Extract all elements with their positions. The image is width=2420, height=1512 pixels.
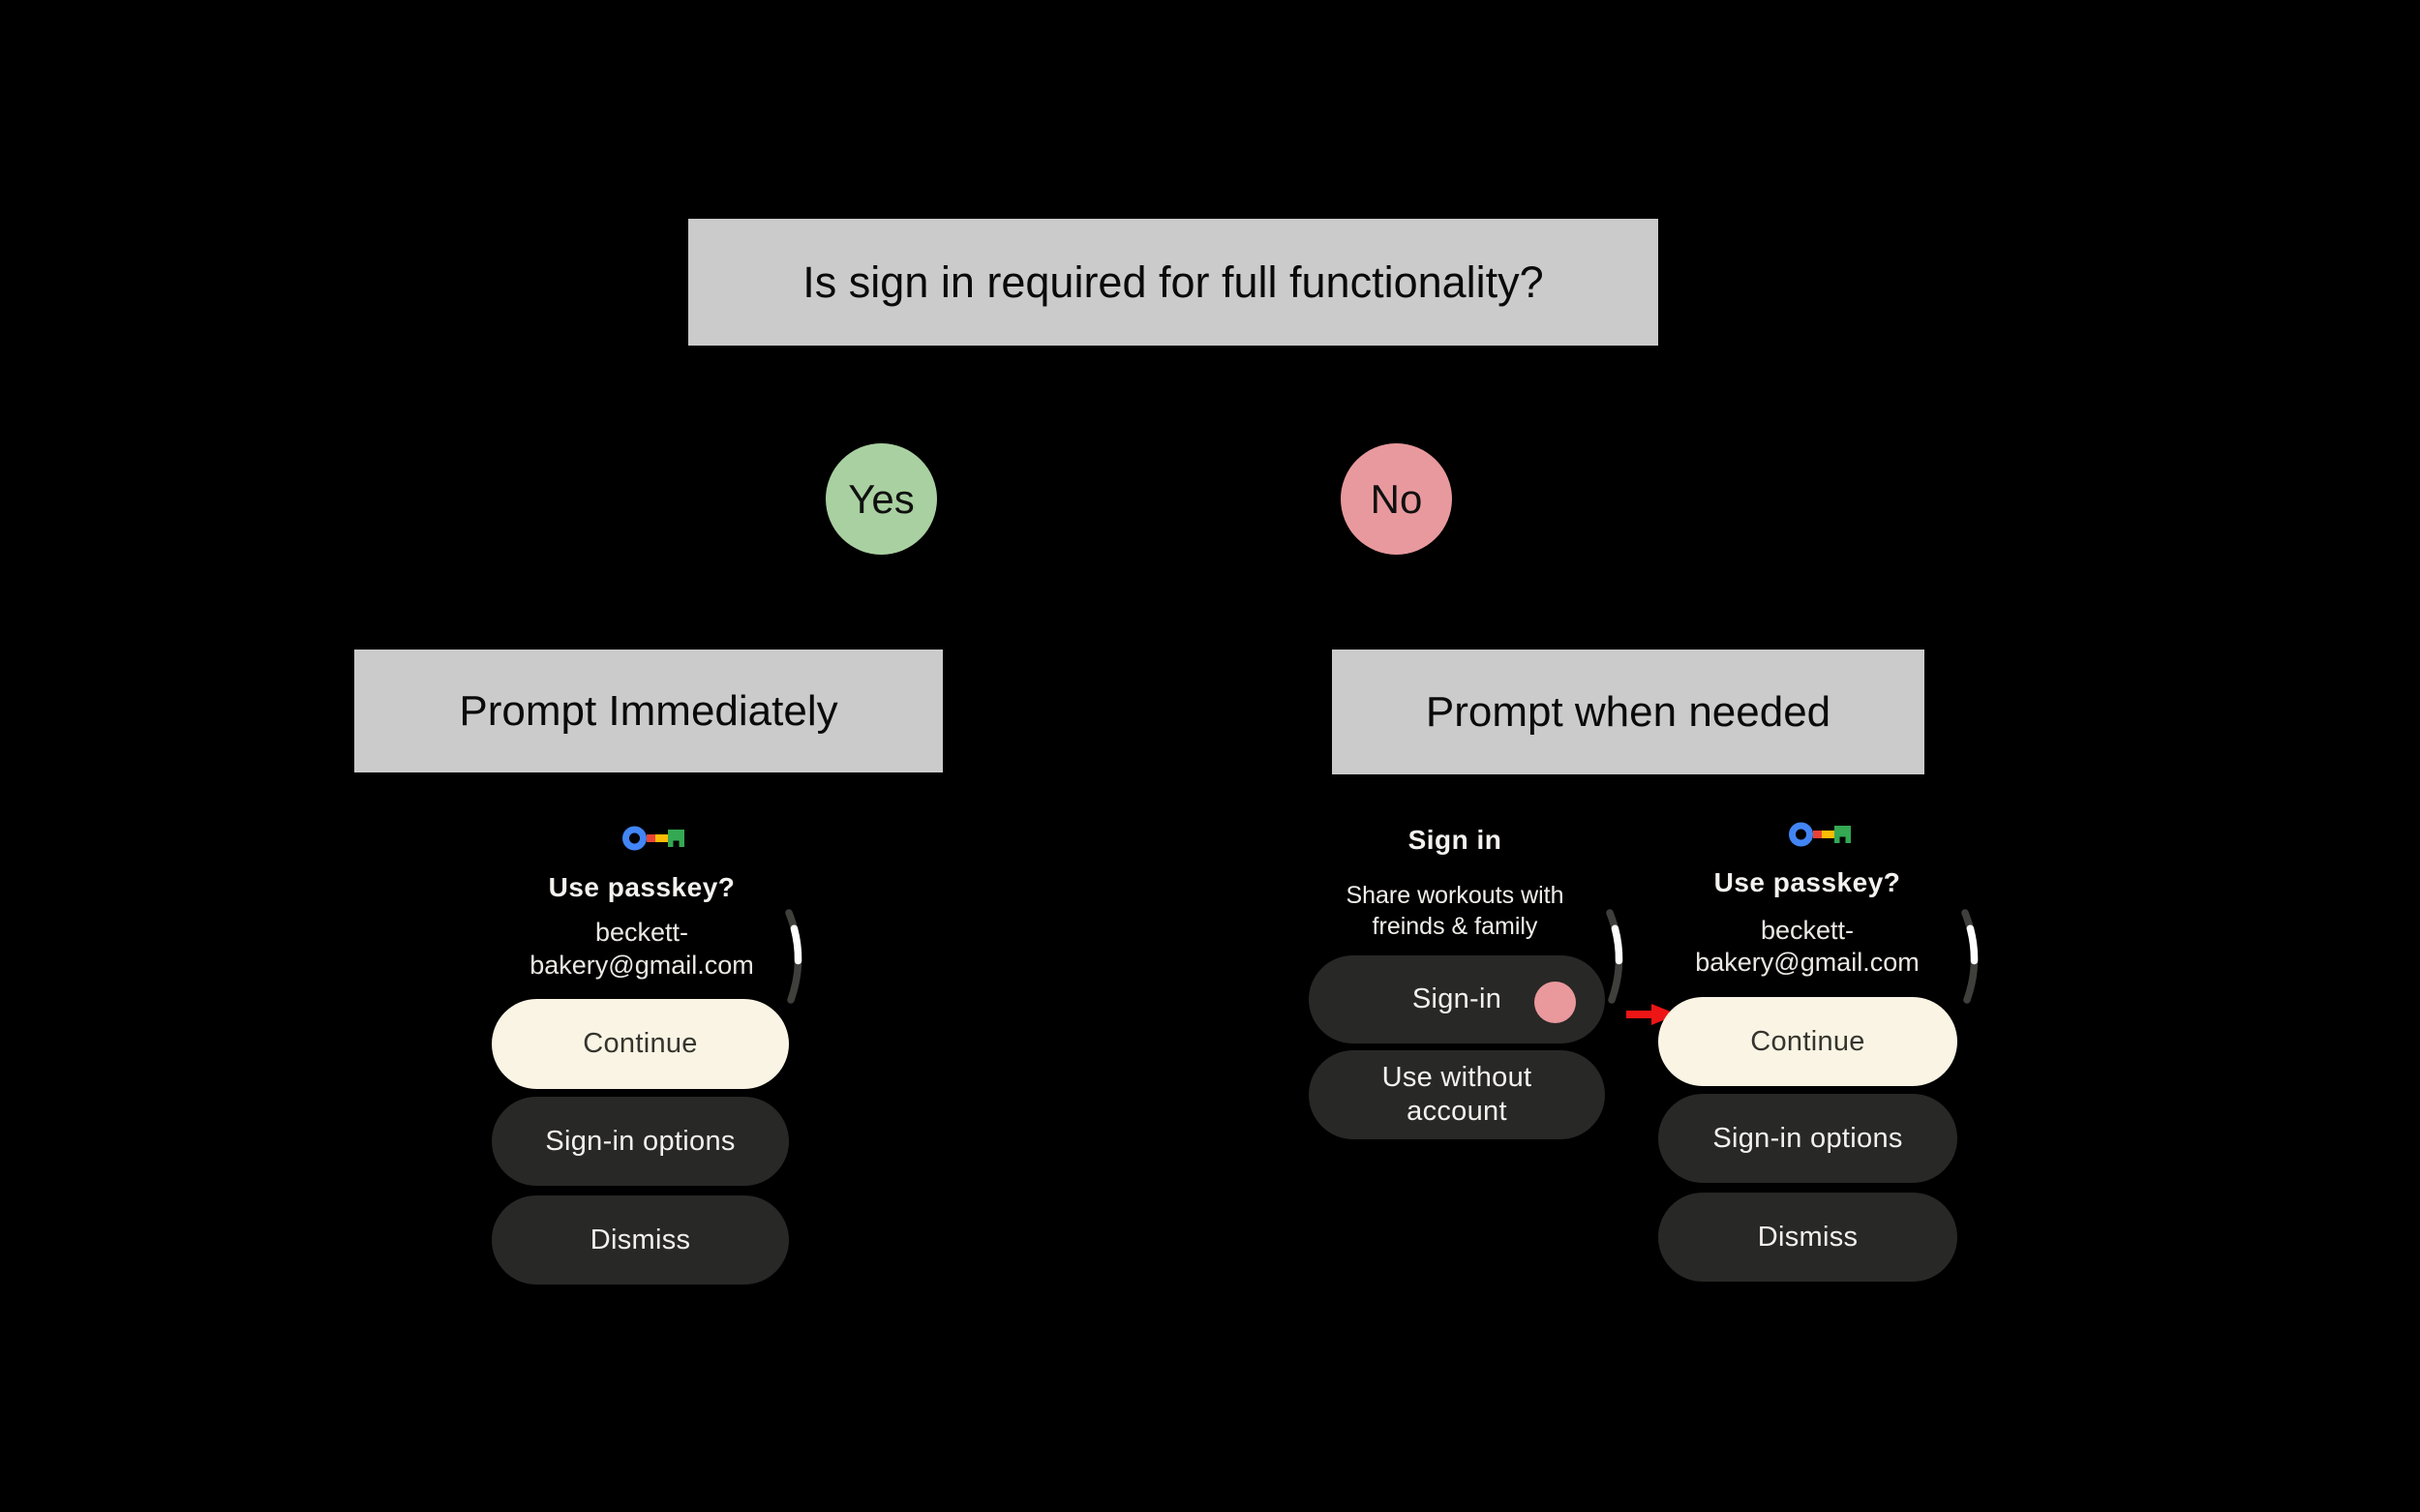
signin-options-button[interactable]: Sign-in options — [1658, 1094, 1957, 1183]
question-text: Is sign in required for full functionali… — [802, 257, 1544, 307]
outcome-box-prompt-immediately: Prompt Immediately — [354, 650, 943, 772]
outcome-text: Prompt Immediately — [459, 686, 838, 735]
dialog-subtitle: Share workouts with freinds & family — [1287, 880, 1622, 942]
passkey-key-icon — [622, 826, 684, 851]
dismiss-button[interactable]: Dismiss — [1658, 1193, 1957, 1282]
scroll-position-indicator[interactable] — [1951, 908, 1985, 1005]
passkey-dialog-left: Use passkey? beckett- bakery@gmail.com C… — [465, 813, 823, 1307]
no-branch-node: No — [1341, 443, 1452, 555]
scroll-position-indicator[interactable] — [1595, 908, 1630, 1005]
account-email-line2: bakery@gmail.com — [1695, 948, 1920, 977]
scroll-position-indicator[interactable] — [774, 908, 809, 1005]
dialog-title: Use passkey? — [1713, 867, 1901, 897]
subtitle-line2: freinds & family — [1372, 913, 1538, 940]
account-email-line1: beckett- — [1760, 916, 1855, 945]
dismiss-button[interactable]: Dismiss — [492, 1195, 789, 1285]
no-label: No — [1370, 475, 1423, 522]
yes-branch-node: Yes — [826, 443, 937, 555]
passkey-dialog-right: Use passkey? beckett- bakery@gmail.com C… — [1636, 811, 1984, 1305]
signin-dialog: Sign in Share workouts with freinds & fa… — [1287, 813, 1626, 1268]
use-without-account-button[interactable]: Use without account — [1309, 1050, 1605, 1139]
dialog-title: Sign in — [1407, 825, 1502, 855]
outcome-box-prompt-when-needed: Prompt when needed — [1332, 650, 1924, 774]
passkey-key-icon — [1789, 822, 1851, 847]
question-box: Is sign in required for full functionali… — [688, 219, 1658, 346]
yes-label: Yes — [848, 475, 915, 522]
subtitle-line1: Share workouts with — [1346, 882, 1564, 909]
account-email: beckett- bakery@gmail.com — [465, 916, 819, 982]
account-email-line1: beckett- — [594, 918, 689, 947]
dialog-title: Use passkey? — [548, 872, 736, 902]
account-email: beckett- bakery@gmail.com — [1636, 915, 1979, 979]
continue-button[interactable]: Continue — [492, 999, 789, 1089]
tap-indicator-dot — [1534, 982, 1576, 1023]
outcome-text: Prompt when needed — [1425, 687, 1831, 736]
signin-options-button[interactable]: Sign-in options — [492, 1097, 789, 1186]
red-arrow-icon — [1626, 1004, 1678, 1025]
account-email-line2: bakery@gmail.com — [529, 951, 754, 980]
signin-button[interactable]: Sign-in — [1309, 955, 1605, 1043]
continue-button[interactable]: Continue — [1658, 997, 1957, 1086]
